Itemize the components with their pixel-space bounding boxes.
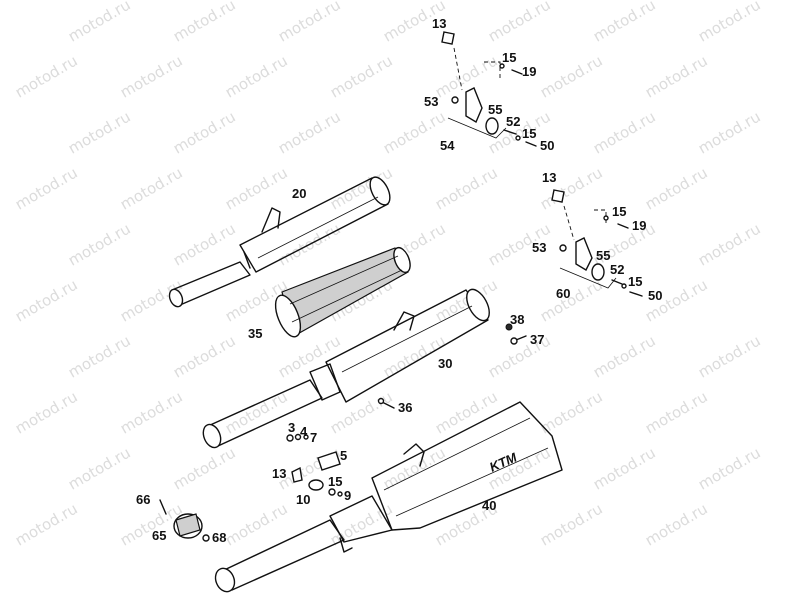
- label-19-mid: 19: [632, 218, 646, 233]
- silencer-30: [202, 288, 490, 449]
- insert-35: [274, 246, 411, 338]
- label-15b-top: 15: [522, 126, 536, 141]
- label-15-top: 15: [502, 50, 516, 65]
- screw-38-37: [505, 323, 527, 345]
- label-15-hw: 15: [328, 474, 342, 489]
- label-35: 35: [248, 326, 262, 341]
- callout-labels: 13 15 19 53 55 52 15 50 54 13 15 19 53 5…: [136, 16, 662, 545]
- screw-36: [377, 397, 395, 409]
- label-10: 10: [296, 492, 310, 507]
- label-15-mid: 15: [612, 204, 626, 219]
- label-50-mid: 50: [648, 288, 662, 303]
- bracket-60: [551, 189, 643, 297]
- label-65: 65: [152, 528, 166, 543]
- bracket-54: [441, 31, 537, 147]
- label-19-top: 19: [522, 64, 536, 79]
- label-13-hw: 13: [272, 466, 286, 481]
- label-52-mid: 52: [610, 262, 624, 277]
- hardware-group: [286, 433, 343, 497]
- label-52-top: 52: [506, 114, 520, 129]
- label-15b-mid: 15: [628, 274, 642, 289]
- label-20: 20: [292, 186, 306, 201]
- label-66: 66: [136, 492, 150, 507]
- label-9: 9: [344, 488, 351, 503]
- label-50-top: 50: [540, 138, 554, 153]
- label-37: 37: [530, 332, 544, 347]
- label-30: 30: [438, 356, 452, 371]
- label-60: 60: [556, 286, 570, 301]
- label-36: 36: [398, 400, 412, 415]
- silencer-40: KTM: [214, 401, 563, 593]
- label-53-top: 53: [424, 94, 438, 109]
- label-13-mid: 13: [542, 170, 556, 185]
- label-54: 54: [440, 138, 455, 153]
- label-68: 68: [212, 530, 226, 545]
- clamp-65: [159, 499, 210, 542]
- label-55-mid: 55: [596, 248, 610, 263]
- ktm-logo: KTM: [487, 449, 520, 475]
- label-40: 40: [482, 498, 496, 513]
- silencer-20: [168, 176, 391, 308]
- label-7: 7: [310, 430, 317, 445]
- label-13-top: 13: [432, 16, 446, 31]
- label-5: 5: [340, 448, 347, 463]
- label-3: 3: [288, 420, 295, 435]
- label-38: 38: [510, 312, 524, 327]
- label-53-mid: 53: [532, 240, 546, 255]
- label-55-top: 55: [488, 102, 502, 117]
- label-4: 4: [300, 424, 308, 439]
